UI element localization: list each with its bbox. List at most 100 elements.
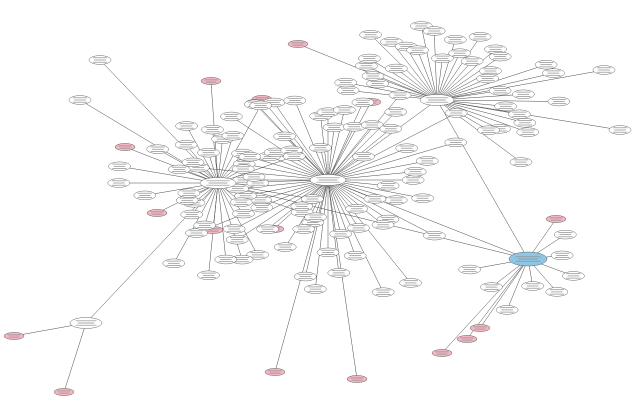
graph-node[interactable] xyxy=(229,197,253,207)
graph-node[interactable] xyxy=(231,164,255,174)
graph-node[interactable] xyxy=(476,73,499,84)
highlighted-node[interactable] xyxy=(200,77,222,85)
graph-node[interactable] xyxy=(162,258,186,268)
graph-node[interactable] xyxy=(495,305,519,315)
graph-node[interactable] xyxy=(290,201,314,211)
graph-node[interactable] xyxy=(494,101,517,111)
graph-node[interactable] xyxy=(249,100,272,111)
graph-node[interactable] xyxy=(347,223,370,233)
graph-node[interactable] xyxy=(336,85,360,96)
highlighted-node[interactable] xyxy=(3,332,25,340)
graph-node[interactable] xyxy=(444,108,468,118)
graph-node[interactable] xyxy=(292,224,316,234)
graph-node[interactable] xyxy=(225,235,249,245)
highlighted-node[interactable] xyxy=(264,368,286,376)
graph-node[interactable] xyxy=(508,109,531,119)
graph-node[interactable] xyxy=(395,143,419,153)
graph-node[interactable] xyxy=(345,204,368,214)
graph-node[interactable] xyxy=(329,229,352,239)
graph-node[interactable] xyxy=(304,284,327,294)
graph-node[interactable] xyxy=(547,96,571,107)
graph-node[interactable] xyxy=(88,55,112,65)
graph-node[interactable] xyxy=(355,61,378,71)
graph-node[interactable] xyxy=(468,32,492,42)
graph-node[interactable] xyxy=(608,125,632,135)
graph-node[interactable] xyxy=(230,254,254,265)
graph-node[interactable] xyxy=(146,144,169,154)
graph-node[interactable] xyxy=(294,271,317,282)
graph-node[interactable] xyxy=(304,212,327,222)
graph-node[interactable] xyxy=(273,242,297,252)
graph-node[interactable] xyxy=(415,156,439,166)
graph-node[interactable] xyxy=(444,137,468,148)
graph-node[interactable] xyxy=(360,120,384,130)
graph-node[interactable] xyxy=(316,247,340,258)
graph-node[interactable] xyxy=(512,89,535,99)
graph-node[interactable] xyxy=(358,53,381,64)
graph-node[interactable] xyxy=(521,281,544,291)
graph-node[interactable] xyxy=(460,56,484,66)
highlighted-node[interactable] xyxy=(431,349,453,357)
graph-node[interactable] xyxy=(516,127,540,137)
graph-node[interactable] xyxy=(181,157,205,168)
graph-node[interactable] xyxy=(404,167,427,177)
graph-node[interactable] xyxy=(334,77,357,88)
graph-node[interactable] xyxy=(246,250,269,260)
graph-node[interactable] xyxy=(193,220,216,231)
graph-node[interactable] xyxy=(327,268,351,278)
graph-node[interactable] xyxy=(232,208,255,219)
graph-node[interactable] xyxy=(180,209,203,220)
graph-node[interactable] xyxy=(366,78,389,89)
graph-node[interactable] xyxy=(384,195,408,205)
graph-node[interactable] xyxy=(333,105,356,115)
graph-node[interactable] xyxy=(406,45,429,55)
graph-node[interactable] xyxy=(550,250,574,261)
graph-node[interactable] xyxy=(250,202,274,213)
graph-node[interactable] xyxy=(322,122,346,133)
graph-node[interactable] xyxy=(359,30,382,40)
graph-node[interactable] xyxy=(363,194,387,204)
highlighted-node[interactable] xyxy=(287,40,309,48)
graph-node[interactable] xyxy=(379,124,403,134)
graph-node[interactable] xyxy=(197,148,220,158)
graph-node[interactable] xyxy=(342,122,366,132)
graph-node[interactable] xyxy=(108,161,131,171)
graph-node[interactable] xyxy=(174,140,198,150)
graph-node[interactable] xyxy=(221,131,245,141)
graph-node[interactable] xyxy=(401,175,425,185)
graph-node[interactable] xyxy=(477,125,500,135)
highlighted-node[interactable] xyxy=(456,335,478,343)
highlighted-node[interactable] xyxy=(346,375,368,383)
graph-node[interactable] xyxy=(371,220,395,230)
graph-node[interactable] xyxy=(513,118,537,128)
graph-node[interactable] xyxy=(343,251,367,261)
graph-node[interactable] xyxy=(273,131,296,142)
graph-node[interactable] xyxy=(385,63,408,74)
graph-node[interactable] xyxy=(458,264,481,275)
highlighted-node[interactable] xyxy=(146,209,168,217)
graph-node[interactable] xyxy=(351,97,375,108)
graph-node[interactable] xyxy=(480,282,503,292)
graph-node[interactable] xyxy=(242,172,266,182)
graph-node[interactable] xyxy=(448,48,471,58)
highlighted-node[interactable] xyxy=(114,143,136,151)
graph-node[interactable] xyxy=(371,287,395,297)
graph-node[interactable] xyxy=(444,35,467,45)
graph-node[interactable] xyxy=(423,230,446,241)
graph-node[interactable] xyxy=(301,194,324,204)
graph-node[interactable] xyxy=(592,65,616,75)
highlighted-node[interactable] xyxy=(469,324,491,332)
graph-node[interactable] xyxy=(388,90,412,100)
graph-node[interactable] xyxy=(376,181,400,191)
highlighted-node[interactable] xyxy=(53,388,75,396)
graph-node[interactable] xyxy=(197,270,220,280)
graph-node[interactable] xyxy=(352,151,375,162)
graph-node[interactable] xyxy=(534,60,558,70)
hub-center[interactable] xyxy=(309,174,347,186)
graph-node[interactable] xyxy=(68,95,92,105)
graph-node[interactable] xyxy=(545,287,569,297)
graph-node[interactable] xyxy=(399,278,422,288)
hub-lower-left[interactable] xyxy=(69,317,103,329)
graph-node[interactable] xyxy=(361,71,385,81)
graph-node[interactable] xyxy=(488,51,512,62)
